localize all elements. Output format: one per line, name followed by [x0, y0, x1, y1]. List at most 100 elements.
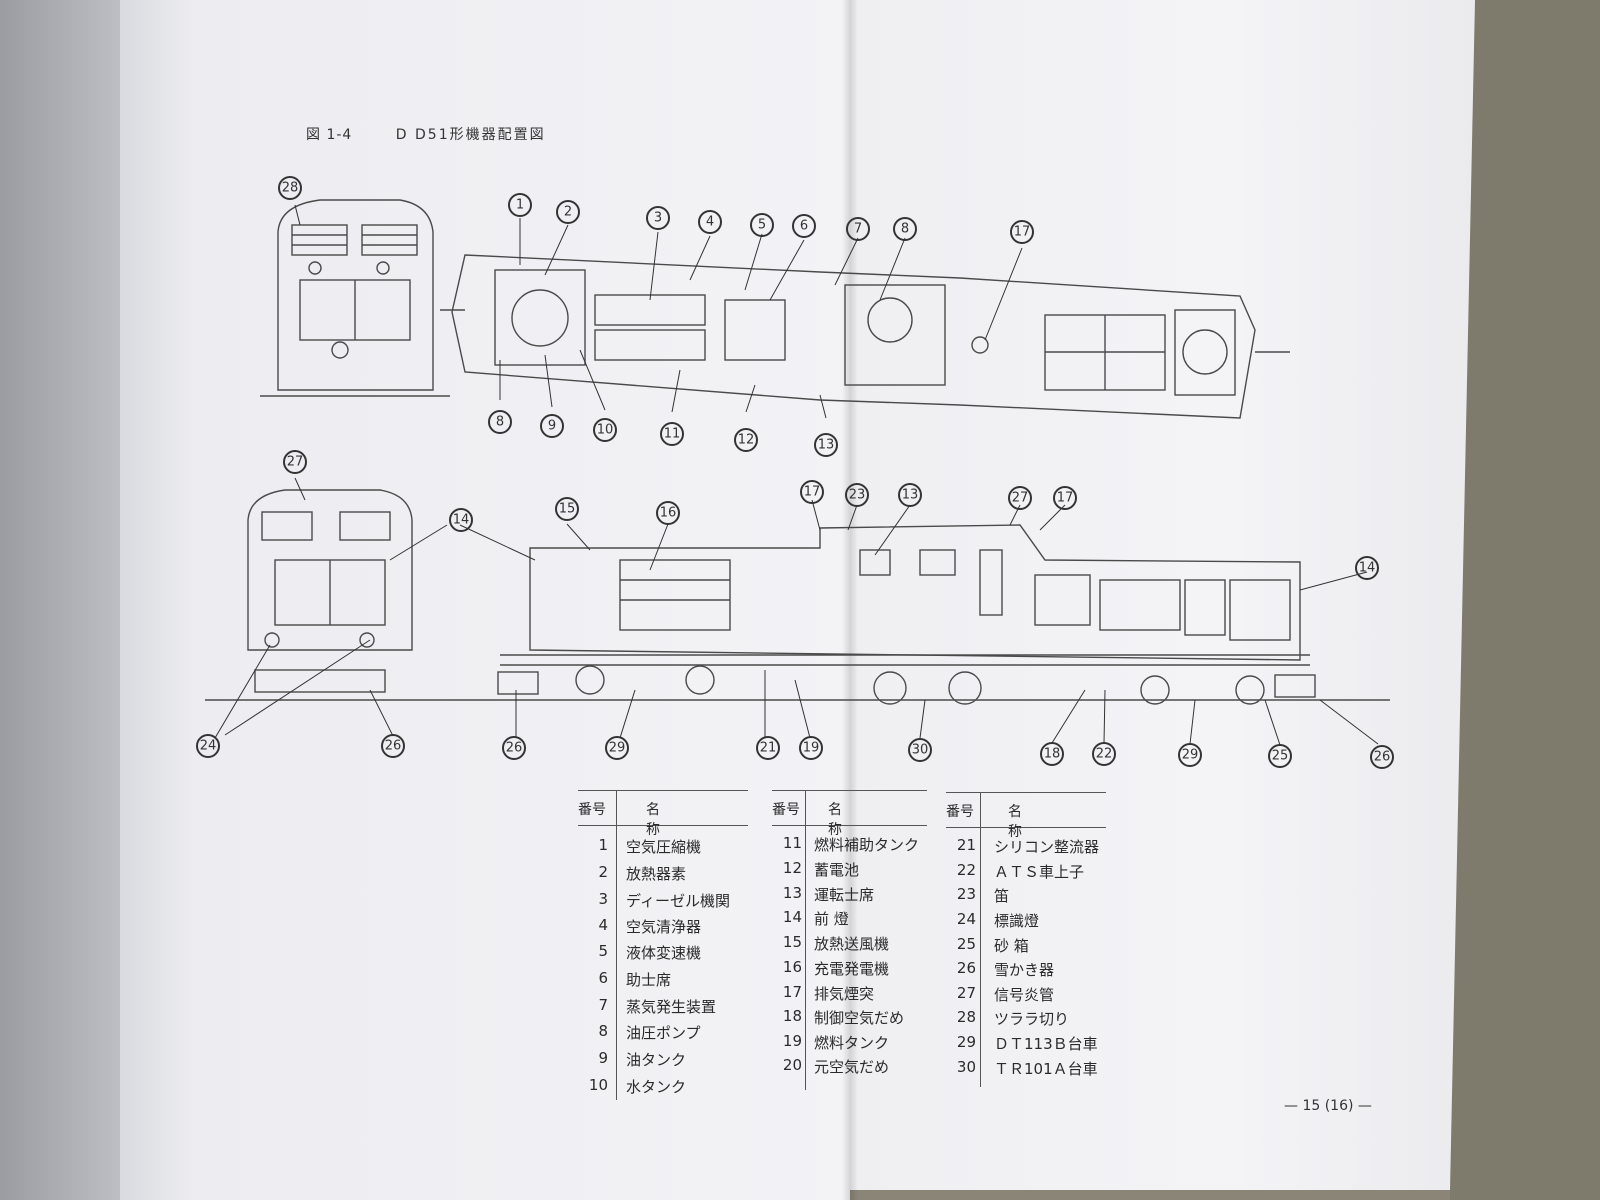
callout-circle [605, 736, 629, 760]
header-name: 名 称 [1008, 804, 1062, 840]
callout-circle [898, 483, 922, 507]
callout-number: 26 [506, 741, 523, 756]
callout-number: 30 [912, 743, 929, 758]
header-number: 番号 [772, 802, 800, 818]
callout-number: 5 [758, 218, 766, 233]
callout-circle [1010, 220, 1034, 244]
callout-circle [593, 418, 617, 442]
callout-number: 12 [738, 433, 755, 448]
callout-circle [1370, 745, 1394, 769]
callout-circle [814, 433, 838, 457]
callout-circle [845, 483, 869, 507]
page-number: — 15 (16) — [1284, 1098, 1372, 1114]
front-view-top [260, 199, 450, 397]
callout-circle [283, 450, 307, 474]
callout-circle [381, 734, 405, 758]
callout-number: 8 [901, 222, 909, 237]
callout-circle [656, 501, 680, 525]
column-divider [980, 792, 981, 1087]
header-number: 番号 [578, 802, 606, 818]
figure-caption: 図 1-4 D D51形機器配置図 [306, 124, 546, 144]
callout-number: 2 [564, 205, 572, 220]
callout-circle [449, 508, 473, 532]
callout-number: 26 [385, 739, 402, 754]
background-right [1450, 0, 1600, 1200]
header-number: 番号 [946, 804, 974, 820]
callout-circle [1178, 743, 1202, 767]
callout-circle [1040, 742, 1064, 766]
callout-circle [1268, 744, 1292, 768]
leader-lines [214, 204, 1379, 746]
callout-number: 14 [1359, 561, 1376, 576]
callout-circle [508, 193, 532, 217]
callout-number: 3 [654, 211, 662, 226]
callout-number: 29 [1182, 748, 1199, 763]
callout-number: 6 [800, 219, 808, 234]
callout-number: 27 [287, 455, 304, 470]
callout-number: 15 [559, 502, 576, 517]
callout-circle [660, 422, 684, 446]
callout-number: 29 [609, 741, 626, 756]
callout-number: 24 [200, 739, 217, 754]
line-art [205, 199, 1390, 705]
callout-circle [1092, 742, 1116, 766]
right-page [850, 0, 1475, 1190]
callout-number: 28 [282, 181, 299, 196]
callout-circle [846, 217, 870, 241]
callout-number: 26 [1374, 750, 1391, 765]
figure-title: D D51形機器配置図 [395, 127, 546, 143]
callout-number: 13 [902, 488, 919, 503]
callout-number: 17 [1057, 491, 1074, 506]
callout-circle [1008, 486, 1032, 510]
table-header: 番号 名 称 [946, 792, 1106, 840]
callout-circle [278, 176, 302, 200]
callout-circle [502, 736, 526, 760]
table-header: 番号 名 称 [578, 790, 748, 838]
callout-circle [734, 428, 758, 452]
callout-number: 23 [849, 488, 866, 503]
callout-number: 18 [1044, 747, 1061, 762]
table-header: 番号 名 称 [772, 790, 927, 838]
callout-number: 1 [516, 198, 524, 213]
callout-circle [540, 414, 564, 438]
front-view-bottom [247, 489, 413, 693]
callout-number: 10 [597, 423, 614, 438]
callout-number: 9 [548, 419, 556, 434]
callout-circle [698, 210, 722, 234]
side-view [497, 524, 1316, 705]
callout-number: 17 [804, 485, 821, 500]
callout-number: 4 [706, 215, 714, 230]
header-name: 名 称 [646, 802, 700, 838]
callout-number: 13 [818, 438, 835, 453]
callout-circle [488, 410, 512, 434]
header-name: 名 称 [828, 802, 882, 838]
callout-number: 8 [496, 415, 504, 430]
callout-number: 27 [1012, 491, 1029, 506]
callout-number: 21 [760, 741, 777, 756]
callout-circle [196, 734, 220, 758]
callout-circle [893, 217, 917, 241]
callout-circle [1053, 486, 1077, 510]
callout-number: 22 [1096, 747, 1113, 762]
background-left [0, 0, 140, 1200]
figure-number: 図 1-4 [306, 127, 353, 143]
callout-circle [908, 738, 932, 762]
callout-circle [646, 206, 670, 230]
callout-number: 14 [453, 513, 470, 528]
callout-number: 7 [854, 222, 862, 237]
book-gutter [842, 0, 858, 1200]
callout-circle [750, 213, 774, 237]
column-divider [805, 790, 806, 1090]
column-divider [616, 790, 617, 1100]
callout-number: 25 [1272, 749, 1289, 764]
callout-circle [792, 214, 816, 238]
callout-number: 17 [1014, 225, 1031, 240]
callout-circle [556, 200, 580, 224]
callout-number: 11 [664, 427, 681, 442]
callout-circle [555, 497, 579, 521]
callout-number: 16 [660, 506, 677, 521]
plan-view [440, 254, 1290, 419]
callout-circle [1355, 556, 1379, 580]
